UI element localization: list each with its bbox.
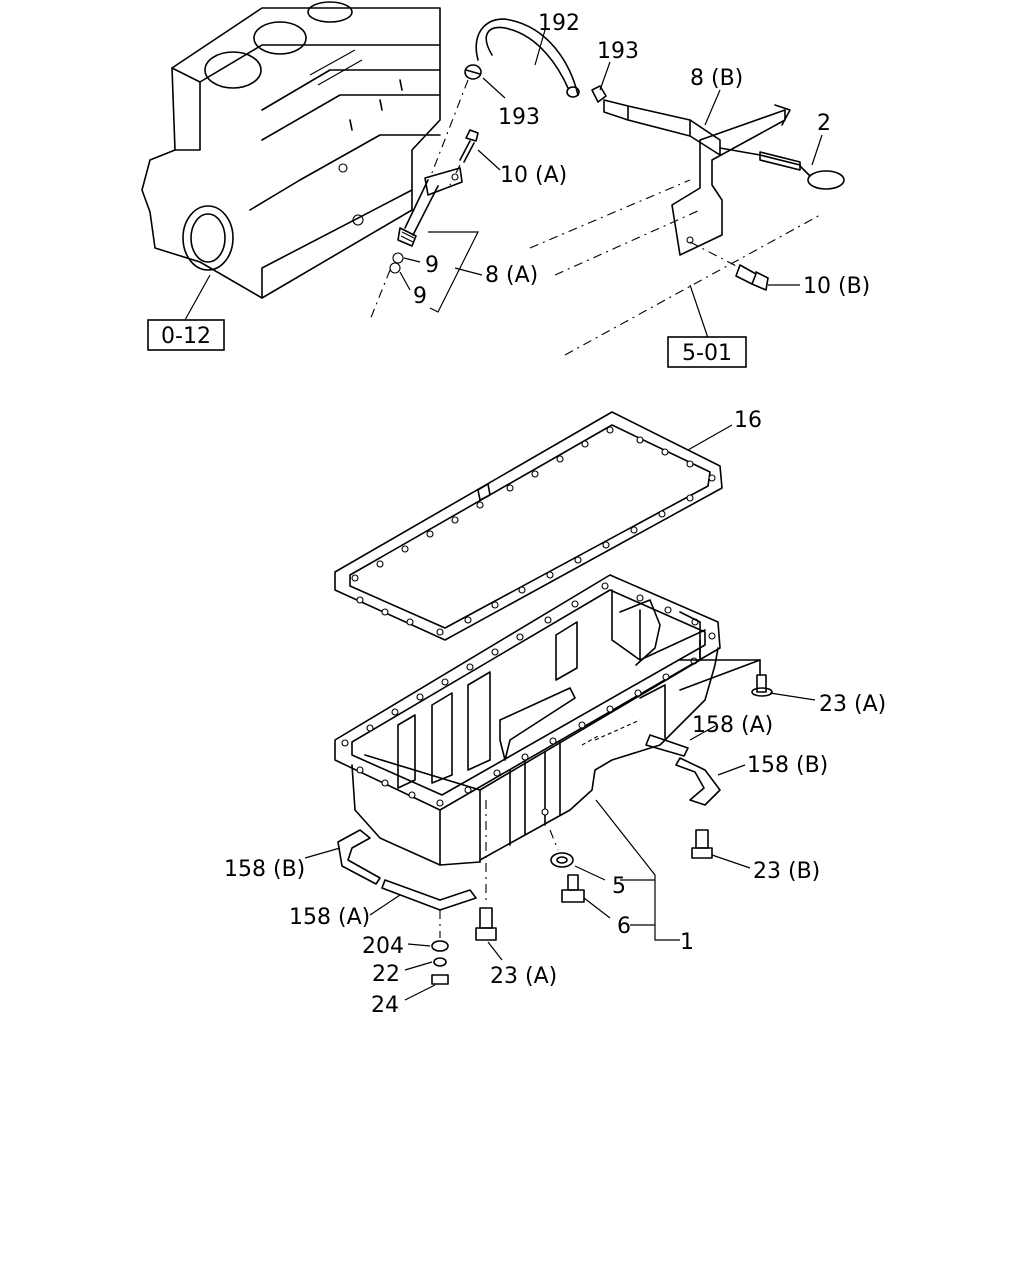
ref-box-level: 5-01 xyxy=(667,336,747,368)
callout-158b-right: 158 (B) xyxy=(747,753,828,778)
callout-158a-left: 158 (A) xyxy=(289,905,370,930)
gasket-5 xyxy=(549,829,606,881)
svg-text:0-12: 0-12 xyxy=(161,324,211,349)
gasket-bolt-holes xyxy=(351,426,716,636)
level-gauge-tube-group xyxy=(369,18,845,356)
svg-text:5-01: 5-01 xyxy=(682,341,732,366)
callout-2: 2 xyxy=(817,111,831,136)
callout-10a: 10 (A) xyxy=(500,163,567,188)
seal-158b-left xyxy=(304,829,381,885)
callout-9-upper: 9 xyxy=(425,253,439,278)
washer-22 xyxy=(404,957,447,971)
callout-1: 1 xyxy=(680,930,694,955)
ref-box-engine: 0-12 xyxy=(147,319,225,351)
callout-24: 24 xyxy=(371,993,399,1018)
callout-23a-top: 23 (A) xyxy=(819,692,886,717)
callout-9-lower: 9 xyxy=(413,284,427,309)
oil-pan-gasket xyxy=(334,411,733,641)
callout-23b: 23 (B) xyxy=(753,859,820,884)
seal-158a-right xyxy=(645,725,716,757)
callout-204: 204 xyxy=(362,934,404,959)
callout-158b-left: 158 (B) xyxy=(224,857,305,882)
callout-193-left: 193 xyxy=(498,105,540,130)
drain-plug-6 xyxy=(561,874,611,919)
callout-5: 5 xyxy=(612,874,626,899)
nut-24 xyxy=(404,974,449,1001)
bolt-23b xyxy=(691,829,751,869)
callout-8b: 8 (B) xyxy=(690,66,743,91)
callout-10b: 10 (B) xyxy=(803,274,870,299)
washer-204 xyxy=(407,910,449,952)
seal-158a-left xyxy=(369,879,477,916)
engine-block xyxy=(141,1,441,321)
bolt-23a-top xyxy=(679,659,816,701)
seal-158b-right xyxy=(675,757,746,806)
callout-labels: 192 193 193 8 (B) 2 10 (A) 9 9 8 (A) 10 … xyxy=(224,11,886,1018)
callout-192: 192 xyxy=(538,11,580,36)
callout-16: 16 xyxy=(734,408,762,433)
callout-22: 22 xyxy=(372,962,400,987)
callout-23a-bottom: 23 (A) xyxy=(490,964,557,989)
callout-6: 6 xyxy=(617,914,631,939)
oil-pan xyxy=(334,574,721,941)
callout-158a-right: 158 (A) xyxy=(692,713,773,738)
callout-193-right: 193 xyxy=(597,39,639,64)
bolt-23a-bottom xyxy=(475,800,503,961)
callout-8a: 8 (A) xyxy=(485,263,538,288)
pan-flange-bolt-holes xyxy=(341,582,716,807)
